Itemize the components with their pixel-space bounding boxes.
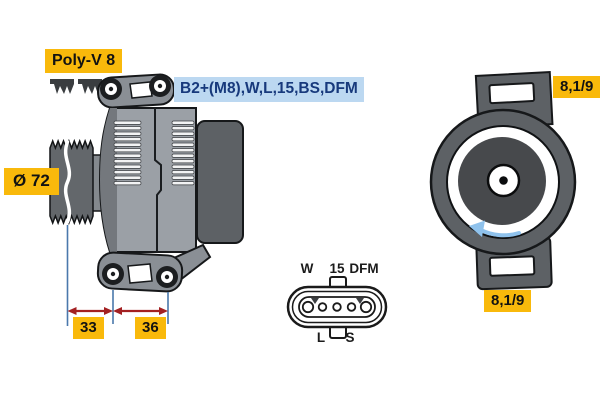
side-view [49, 73, 244, 293]
cooling-fin [113, 148, 142, 153]
terminal-spec-badge: B2+(M8),W,L,15,BS,DFM [174, 77, 364, 102]
connector-pin [359, 300, 373, 314]
cooling-fin [171, 181, 195, 186]
cooling-fin [113, 120, 142, 125]
dimension-arrow-36 [113, 307, 168, 315]
cooling-fin [171, 131, 195, 136]
bolt-eye [100, 78, 122, 100]
connector-pin [346, 302, 357, 312]
cooling-fin [113, 181, 142, 186]
rear-housing [196, 120, 244, 244]
dimension-arrow-33 [67, 307, 113, 315]
lug-window [127, 263, 153, 284]
pulley-diameter-badge: Ø 72 [4, 168, 59, 195]
body-contour-line [154, 108, 162, 252]
connector-label-15: 15 [329, 261, 345, 276]
connector-key-notch [356, 298, 364, 304]
shaft-center-dot [499, 176, 508, 185]
cooling-fin [171, 159, 195, 164]
belt-type-badge: Poly-V 8 [45, 49, 123, 73]
cooling-fin [171, 170, 195, 175]
front-view [429, 71, 577, 291]
connector-pin [332, 302, 342, 312]
connector-pin [317, 302, 328, 312]
cooling-fin [113, 131, 142, 136]
tab-slot [488, 82, 536, 105]
tab-slot [488, 255, 536, 277]
cooling-fin [113, 153, 142, 158]
connector-pin [301, 300, 315, 314]
cooling-fin [171, 153, 195, 158]
pulley [49, 138, 94, 226]
cooling-fin [113, 170, 142, 175]
cooling-fin [113, 126, 142, 131]
cooling-fin [113, 137, 142, 142]
connector-view [286, 276, 388, 339]
cooling-fin [113, 164, 142, 169]
bolt-eye [102, 263, 124, 285]
cooling-fin [171, 120, 195, 125]
connector-label-s: S [345, 330, 355, 345]
belt-profile-icon [50, 79, 102, 94]
cooling-fin [171, 175, 195, 180]
cooling-fin [171, 142, 195, 147]
cooling-fin [113, 142, 142, 147]
bottom-mount-lug [96, 243, 212, 293]
connector-key-notch [311, 298, 319, 304]
rotation-arrow-icon [469, 220, 521, 238]
dimension-33-badge: 33 [73, 317, 104, 340]
cooling-fin [171, 137, 195, 142]
dimension-lines [66, 225, 169, 326]
connector-label-l: L [316, 330, 326, 345]
dimension-36-badge: 36 [135, 317, 166, 340]
cooling-fin [113, 175, 142, 180]
cooling-fin [171, 126, 195, 131]
top-mount-ear [96, 73, 176, 109]
connector-inner-wall [291, 290, 383, 324]
bolt-eye [149, 75, 171, 97]
mount-bottom-badge: 8,1/9 [484, 290, 532, 313]
cooling-fin [171, 164, 195, 169]
bolt-eye [156, 266, 178, 288]
cooling-fin [113, 159, 142, 164]
cooling-fins [113, 120, 195, 186]
ear-window [129, 81, 153, 99]
mount-top-badge: 8,1/9 [553, 76, 600, 99]
connector-label-dfm: DFM [349, 261, 379, 276]
pulley-break-line [63, 140, 72, 224]
connector-label-w: W [300, 261, 314, 276]
body-front-edge [100, 108, 117, 252]
cooling-fin [171, 148, 195, 153]
